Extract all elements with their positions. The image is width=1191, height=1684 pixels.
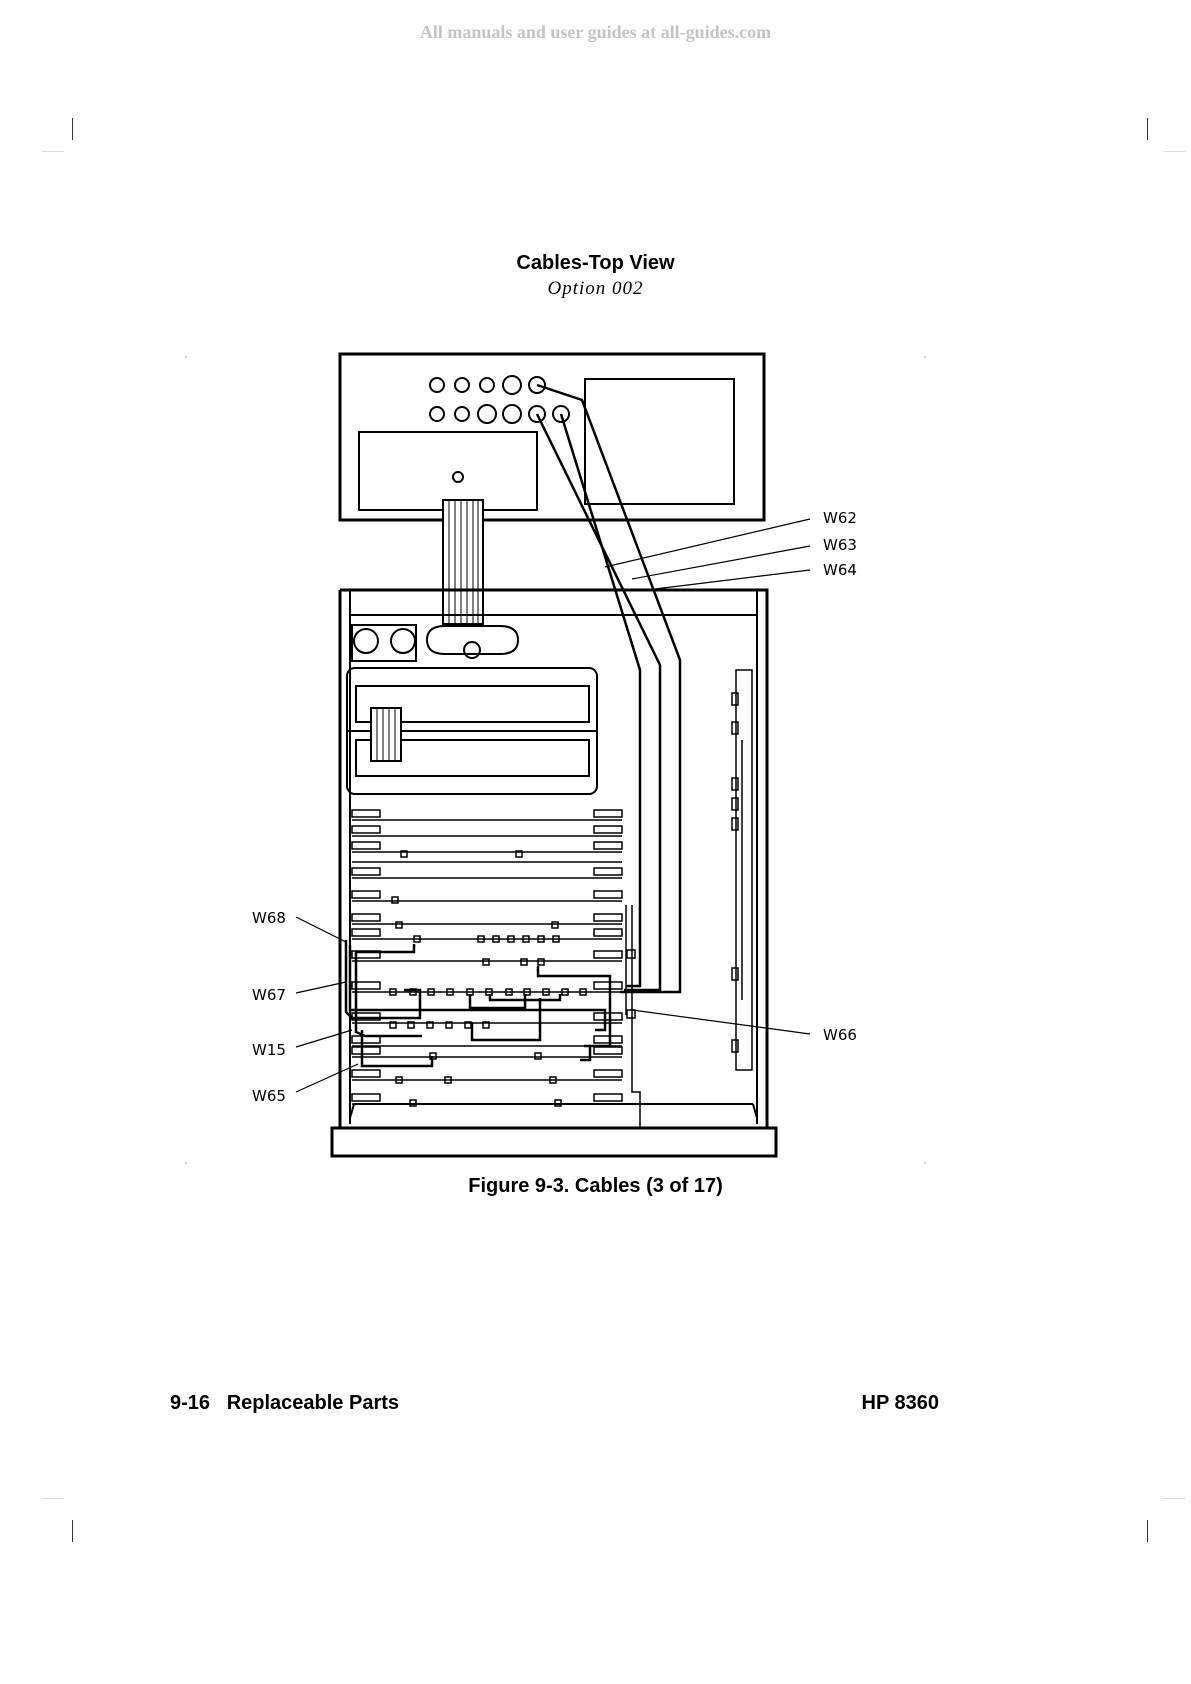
connector <box>430 407 444 421</box>
bundle-cables <box>346 940 610 1066</box>
chassis <box>340 590 767 1128</box>
callout-w65: W65 <box>252 1087 286 1105</box>
callout-w63: W63 <box>823 536 857 554</box>
connector <box>478 405 496 423</box>
leader-lines <box>296 519 810 1092</box>
fan <box>354 629 378 653</box>
fan <box>391 629 415 653</box>
connector <box>455 407 469 421</box>
card-rows <box>352 810 622 1106</box>
cover-clamp <box>371 708 401 761</box>
callout-w15: W15 <box>252 1041 286 1059</box>
connector <box>480 378 494 392</box>
connector <box>430 378 444 392</box>
callout-w67: W67 <box>252 986 286 1004</box>
callout-w68: W68 <box>252 909 286 927</box>
connector <box>503 405 521 423</box>
connector <box>455 378 469 392</box>
callout-w66: W66 <box>823 1026 857 1044</box>
callout-w64: W64 <box>823 561 857 579</box>
keypad-window <box>359 432 537 510</box>
footer-section: 9-16 Replaceable Parts <box>170 1392 399 1415</box>
display-window <box>585 379 734 504</box>
figure-caption: Figure 9-3. Cables (3 of 17) <box>0 1175 1191 1198</box>
callout-w62: W62 <box>823 509 857 527</box>
connector <box>503 376 521 394</box>
chassis-base <box>332 1128 776 1156</box>
footer-product: HP 8360 <box>862 1392 939 1415</box>
side-rail <box>626 670 752 1128</box>
